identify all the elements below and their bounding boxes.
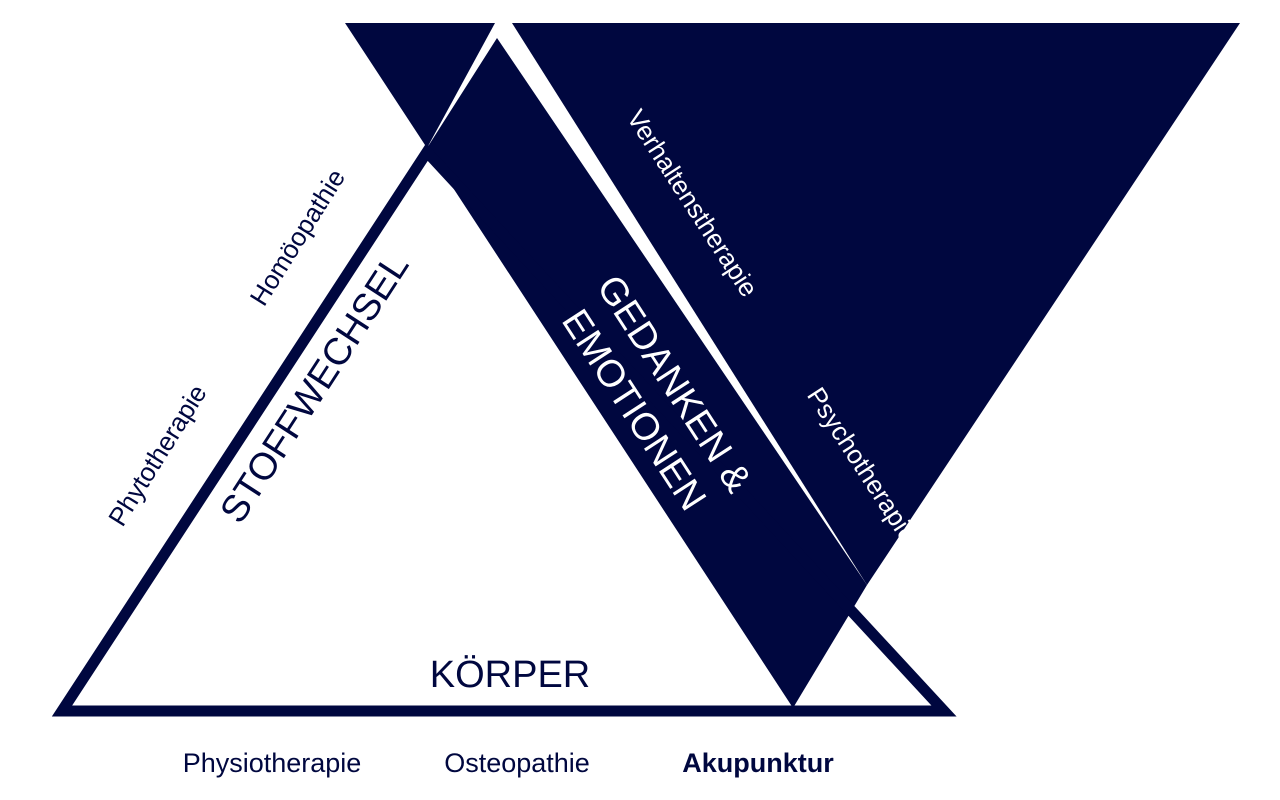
koerper-triangle-outline	[51, 143, 957, 717]
gedanken-emotionen-band	[427, 38, 867, 708]
method-physiotherapie: Physiotherapie	[183, 748, 362, 778]
inverted-triangle-left-piece	[345, 23, 495, 148]
inverted-triangle-right-piece	[512, 23, 1240, 585]
method-osteopathie: Osteopathie	[444, 748, 590, 778]
stoffwechsel-label: STOFFWECHSEL	[212, 246, 417, 530]
method-akupunktur: Akupunktur	[682, 748, 834, 778]
koerper-label: KÖRPER	[430, 654, 590, 696]
